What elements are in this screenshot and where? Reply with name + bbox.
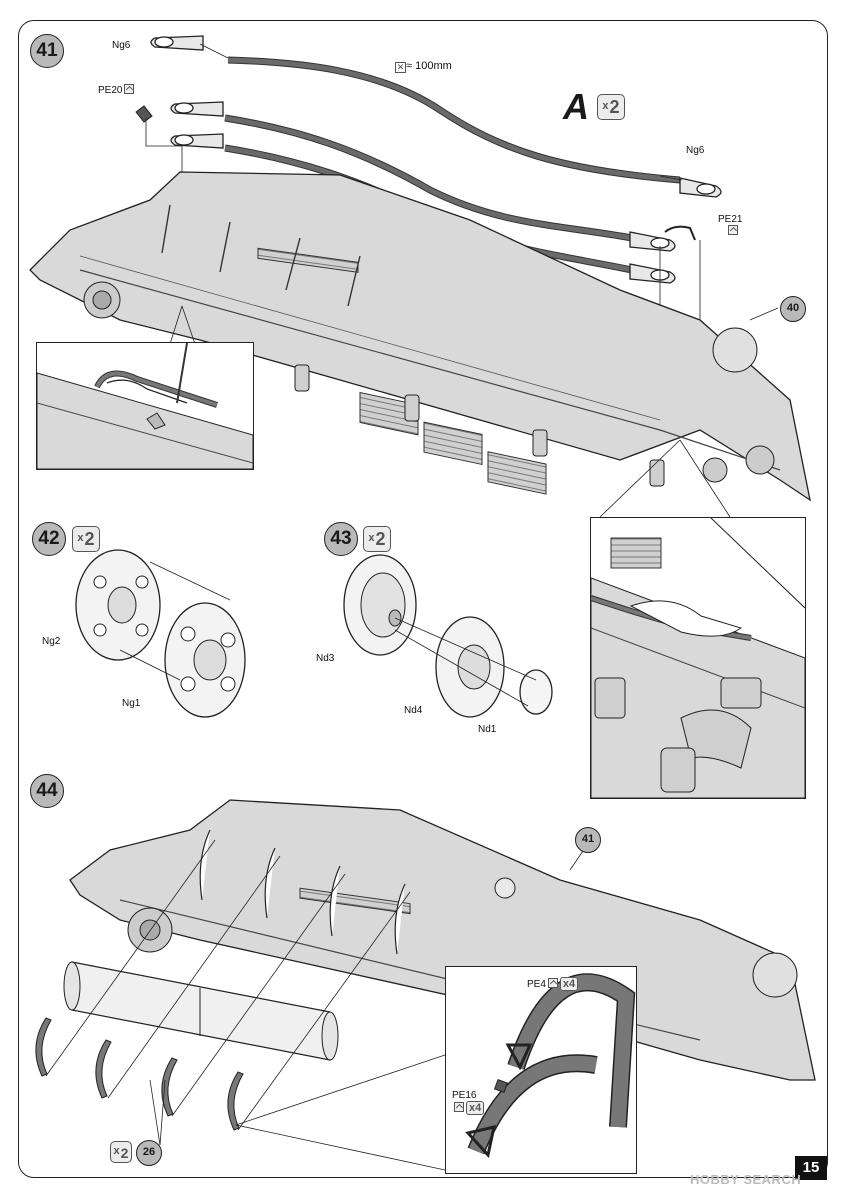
step-number-42: 42	[32, 522, 66, 556]
wheel-ng1	[164, 602, 246, 718]
inset-41-right-art	[590, 517, 806, 799]
fender-brackets	[35, 1017, 244, 1131]
wheel43-guides	[394, 617, 537, 707]
step-number-44: 44	[30, 774, 64, 808]
photo-etch-icon	[454, 1102, 464, 1112]
qty-set-a-value: 2	[609, 97, 620, 117]
qty-step44: x2	[110, 1141, 132, 1163]
label-pe16-text: PE16	[452, 1090, 477, 1101]
wheel42-guides	[119, 561, 231, 681]
label-pe4: PE4 x4	[527, 977, 579, 991]
label-nd1: Nd1	[478, 724, 497, 735]
page-number: 15	[795, 1156, 827, 1180]
cable-length-value: ≈ 100mm	[406, 60, 452, 72]
qty-step44-value: 2	[120, 1145, 129, 1161]
ref-step-41: 41	[575, 827, 601, 853]
tow-cable-upper	[224, 114, 633, 242]
step-number-43: 43	[324, 522, 358, 556]
cable-eyes	[150, 35, 722, 284]
hull-step44	[69, 799, 816, 1081]
qty-step43-value: 2	[375, 529, 386, 549]
label-ng6-right: Ng6	[686, 145, 705, 156]
photo-etch-icon	[728, 225, 738, 235]
tow-cable-long	[227, 56, 681, 184]
qty-set-a: x2	[597, 94, 625, 120]
label-pe20: PE20	[98, 84, 135, 96]
set-letter: A	[563, 86, 589, 127]
step44-leaders	[45, 839, 586, 1171]
label-nd4: Nd4	[404, 705, 423, 716]
fuel-drums	[63, 961, 339, 1061]
label-ng1: Ng1	[122, 698, 141, 709]
watermark: HOBBY SEARCH	[690, 1172, 802, 1187]
inset-41-detail-left	[36, 342, 254, 470]
label-nd3: Nd3	[316, 653, 335, 664]
page-frame	[18, 20, 828, 1178]
step-number-41: 41	[30, 34, 64, 68]
inset-41-detail-right	[590, 517, 806, 799]
qty-pe16: x4	[466, 1101, 485, 1115]
hull-step41	[29, 171, 811, 502]
ref-step-26: 26	[136, 1140, 162, 1166]
wheel-nd3	[343, 554, 417, 656]
label-ng2: Ng2	[42, 636, 61, 647]
inset-44-strap-art	[465, 973, 636, 1159]
qty-step42: x2	[72, 526, 100, 552]
label-pe21: PE21	[718, 214, 742, 237]
qty-pe16-value: 4	[475, 1102, 482, 1114]
label-pe21-text: PE21	[718, 214, 743, 225]
qty-step43: x2	[363, 526, 391, 552]
photo-etch-icon	[547, 978, 558, 988]
pe21-part	[664, 225, 696, 241]
inset-41-left-art	[36, 342, 254, 470]
cut-icon: ✕	[395, 62, 406, 73]
inset-44-strap-detail	[445, 966, 637, 1174]
wheel-nd4	[435, 616, 505, 718]
ref-step-40: 40	[780, 296, 806, 322]
inset-pointers	[169, 305, 731, 518]
label-pe20-text: PE20	[98, 85, 123, 96]
wheel-ng2	[75, 549, 161, 661]
photo-etch-icon	[124, 84, 135, 94]
hubcap-nd1	[519, 669, 553, 715]
cable-length-note: ✕≈ 100mm	[395, 60, 452, 73]
pe20-part	[135, 105, 153, 123]
qty-step42-value: 2	[84, 529, 95, 549]
label-ng6-left: Ng6	[112, 40, 131, 51]
qty-pe4: x4	[559, 977, 579, 991]
label-pe4-text: PE4	[527, 979, 546, 990]
qty-pe4-value: 4	[569, 978, 576, 990]
